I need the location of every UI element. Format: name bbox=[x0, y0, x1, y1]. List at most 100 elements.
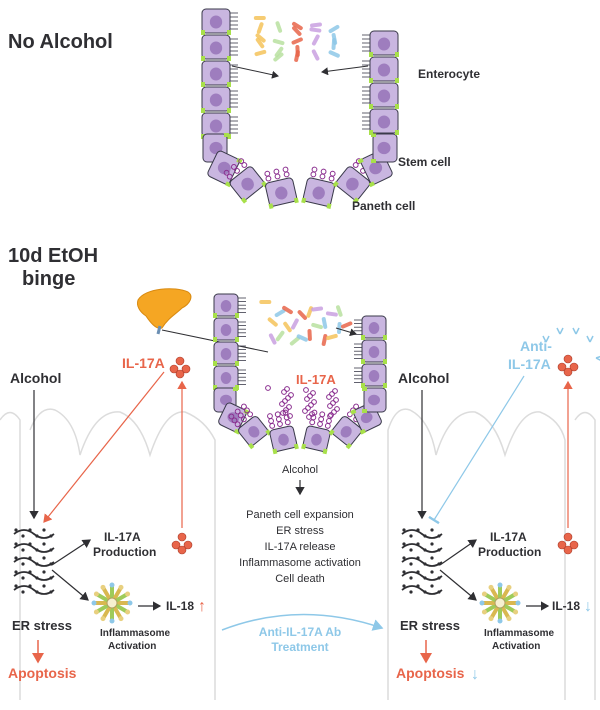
epithelial-cell bbox=[354, 315, 387, 340]
epithelial-cell bbox=[223, 158, 268, 204]
label-il17a-crypt: IL-17A bbox=[296, 372, 336, 387]
bacteria-icon bbox=[337, 322, 342, 334]
epithelial-cell bbox=[371, 133, 398, 163]
epithelial-cell bbox=[362, 108, 399, 135]
right-alcohol-label: Alcohol bbox=[398, 370, 449, 386]
epithelial-cell bbox=[354, 363, 387, 388]
bacteria-icon bbox=[259, 300, 272, 304]
right-er-stress-label: ER stress bbox=[400, 618, 460, 633]
effect-item: Cell death bbox=[275, 573, 325, 585]
right-anti-line1: Anti- bbox=[520, 338, 552, 354]
left-inflammasome-line2: Activation bbox=[108, 641, 156, 652]
effect-item: Inflammasome activation bbox=[239, 557, 361, 569]
bacteria-icon bbox=[272, 38, 285, 46]
epithelial-cell bbox=[201, 34, 238, 61]
bacteria-icon bbox=[325, 311, 338, 317]
left-panel: Alcohol IL-17A IL-17A Production IL-18 ↑… bbox=[0, 355, 216, 700]
epithelial-cell bbox=[201, 60, 238, 87]
bacteria-icon bbox=[296, 334, 308, 342]
bacteria-icon bbox=[291, 37, 303, 45]
label-stem-cell: Stem cell bbox=[398, 155, 451, 169]
bacteria-icon bbox=[255, 37, 265, 49]
bacteria-icon bbox=[311, 322, 323, 330]
bacteria-icon bbox=[253, 16, 266, 20]
antibody-icon bbox=[542, 327, 600, 361]
bacteria-icon bbox=[331, 33, 338, 45]
epithelial-cell bbox=[362, 30, 399, 57]
epithelial-cell bbox=[362, 82, 399, 109]
bacteria-icon bbox=[254, 49, 267, 57]
left-production-line2: Production bbox=[93, 545, 156, 559]
bacteria-icon bbox=[341, 321, 353, 329]
er-icon bbox=[401, 528, 443, 595]
bacteria-icon bbox=[267, 317, 278, 327]
left-er-stress-label: ER stress bbox=[12, 618, 72, 633]
epithelial-cell bbox=[264, 166, 299, 210]
bacteria-icon bbox=[273, 52, 284, 62]
right-inflammasome-line1: Inflammasome bbox=[484, 628, 554, 639]
bacteria-icon bbox=[328, 50, 340, 58]
epithelial-cell bbox=[354, 339, 387, 364]
crypt-top bbox=[201, 8, 399, 210]
bacteria-icon bbox=[268, 333, 277, 345]
epithelial-cell bbox=[213, 293, 246, 318]
treatment-line1: Anti-IL-17A Ab bbox=[259, 625, 341, 639]
bacteria-icon bbox=[274, 308, 286, 318]
bacteria-icon bbox=[309, 27, 322, 33]
effect-item: Paneth cell expansion bbox=[246, 509, 354, 521]
left-alcohol-label: Alcohol bbox=[10, 370, 61, 386]
center-alcohol-label: Alcohol bbox=[282, 464, 318, 476]
epithelial-cell bbox=[201, 86, 238, 113]
epithelial-cell bbox=[301, 409, 333, 455]
treatment-line2: Treatment bbox=[271, 640, 328, 654]
il17a-cluster-icon bbox=[171, 532, 193, 555]
bacteria-icon bbox=[292, 21, 303, 31]
bacteria-icon bbox=[311, 49, 320, 61]
il17a-cluster-icon bbox=[557, 354, 579, 377]
liver-icon bbox=[137, 288, 269, 353]
inflammasome-icon bbox=[479, 582, 521, 624]
bacteria-icon bbox=[274, 46, 284, 58]
left-apoptosis-label: Apoptosis bbox=[8, 665, 77, 681]
left-il18-label: IL-18 bbox=[166, 599, 194, 613]
bacteria-icon bbox=[307, 329, 312, 341]
right-apoptosis-trend: ↓ bbox=[471, 666, 479, 683]
epithelial-cell bbox=[332, 158, 377, 204]
epithelial-cell bbox=[213, 365, 246, 390]
effect-item: ER stress bbox=[276, 525, 324, 537]
epithelial-cell bbox=[228, 403, 272, 450]
right-panel: Alcohol Anti- IL-17A IL-17A Production I… bbox=[387, 327, 600, 700]
er-icon bbox=[13, 528, 55, 595]
heading-etoh-line2: binge bbox=[22, 268, 75, 290]
left-inflammasome-line1: Inflammasome bbox=[100, 628, 170, 639]
bacteria-icon bbox=[328, 24, 340, 34]
bacteria-icon bbox=[256, 22, 264, 34]
inflammasome-icon bbox=[91, 582, 133, 624]
villus-outline-left bbox=[0, 408, 216, 700]
il17a-cluster-icon bbox=[557, 532, 579, 555]
bacteria-icon bbox=[321, 317, 328, 329]
right-il18-trend: ↓ bbox=[584, 598, 592, 615]
bacteria-icon bbox=[297, 310, 308, 320]
epithelial-cell bbox=[207, 150, 243, 188]
bacteria-icon bbox=[311, 34, 320, 46]
bacteria-icon bbox=[291, 318, 299, 330]
epithelial-cell bbox=[201, 8, 238, 35]
epithelial-cell bbox=[301, 166, 336, 210]
right-anti-line2: IL-17A bbox=[508, 356, 551, 372]
bacteria-icon bbox=[289, 336, 301, 346]
left-production-line1: IL-17A bbox=[104, 530, 141, 544]
label-enterocyte: Enterocyte bbox=[418, 67, 480, 81]
bacteria-icon bbox=[335, 305, 343, 317]
epithelial-cell bbox=[213, 341, 246, 366]
left-il17a-label: IL-17A bbox=[122, 355, 165, 371]
crypt-bottom bbox=[213, 293, 387, 455]
epithelial-cell bbox=[267, 409, 299, 455]
right-il18-label: IL-18 bbox=[552, 599, 580, 613]
bacteria-icon bbox=[326, 333, 338, 341]
heading-no-alcohol: No Alcohol bbox=[8, 31, 113, 53]
label-paneth-cell: Paneth cell bbox=[352, 199, 415, 213]
bacteria-icon bbox=[321, 334, 328, 346]
epithelial-cell bbox=[362, 56, 399, 83]
